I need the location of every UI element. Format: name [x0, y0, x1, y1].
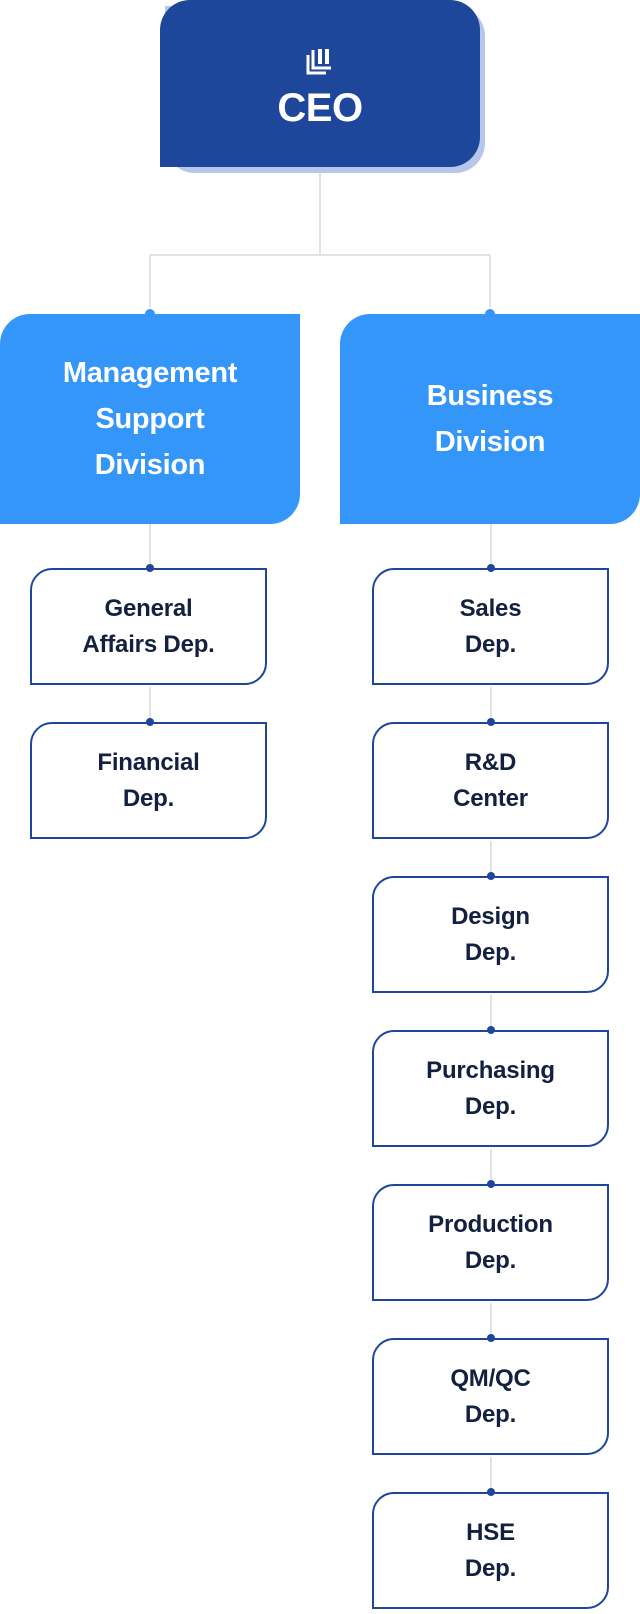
dept-production: Production Dep. — [372, 1184, 609, 1301]
dept-design: Design Dep. — [372, 876, 609, 993]
dept-label: Sales Dep. — [459, 594, 522, 658]
building-blocks-icon — [306, 48, 331, 74]
dept-hse: HSE Dep. — [372, 1492, 609, 1609]
dept-label: QM/QC Dep. — [450, 1364, 531, 1428]
dept-label: R&D Center — [453, 748, 528, 812]
dept-label: Production Dep. — [428, 1210, 553, 1274]
dept-rnd-center: R&D Center — [372, 722, 609, 839]
dept-general-affairs: General Affairs Dep. — [30, 568, 267, 685]
dept-label: HSE Dep. — [464, 1518, 517, 1582]
dept-purchasing: Purchasing Dep. — [372, 1030, 609, 1147]
dept-financial: Financial Dep. — [30, 722, 267, 839]
dept-sales: Sales Dep. — [372, 568, 609, 685]
division-label: Management Support Division — [62, 357, 238, 481]
division-business: Business Division — [340, 314, 640, 524]
ceo-title: CEO — [277, 85, 363, 130]
ceo-box: CEO — [160, 0, 480, 167]
division-label: Business Division — [426, 380, 554, 458]
dept-label: General Affairs Dep. — [82, 594, 215, 658]
division-management-support: Management Support Division — [0, 314, 300, 524]
dept-label: Design Dep. — [451, 902, 530, 966]
dept-label: Purchasing Dep. — [426, 1056, 555, 1120]
dept-qmqc: QM/QC Dep. — [372, 1338, 609, 1455]
dept-label: Financial Dep. — [97, 748, 200, 812]
